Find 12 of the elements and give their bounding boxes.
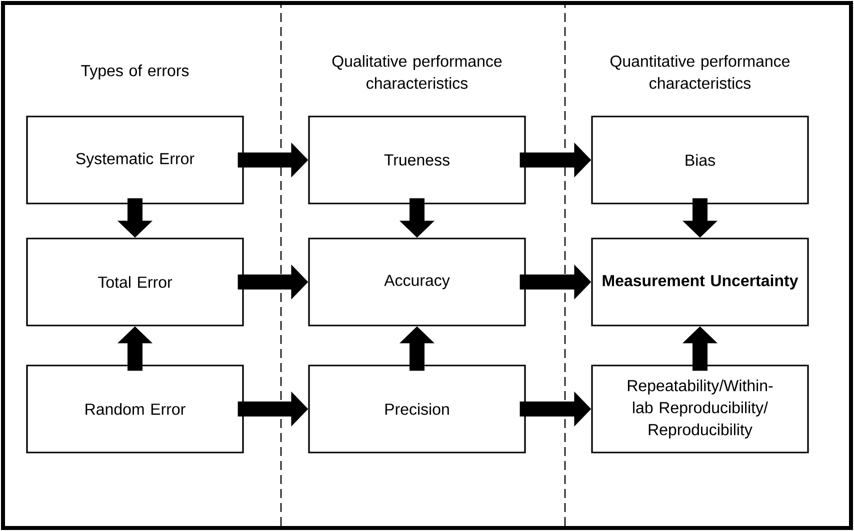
process-box: Random Error	[26, 364, 244, 454]
process-box: Total Error	[26, 238, 244, 326]
column-heading: Types of errors	[81, 64, 189, 80]
column-heading: Quantitative performance characteristics	[610, 55, 790, 89]
process-box: Systematic Error	[26, 116, 244, 204]
process-box: Bias	[591, 116, 809, 204]
process-box: Trueness	[308, 116, 526, 204]
process-box: Accuracy	[308, 238, 526, 326]
column-heading: Qualitative performance characteristics	[332, 55, 502, 89]
process-box: Repeatability/Within-lab Reproducibility/ Reproducibility	[591, 364, 809, 454]
process-box: Measurement Uncertainty	[591, 238, 809, 326]
process-box: Precision	[308, 364, 526, 454]
